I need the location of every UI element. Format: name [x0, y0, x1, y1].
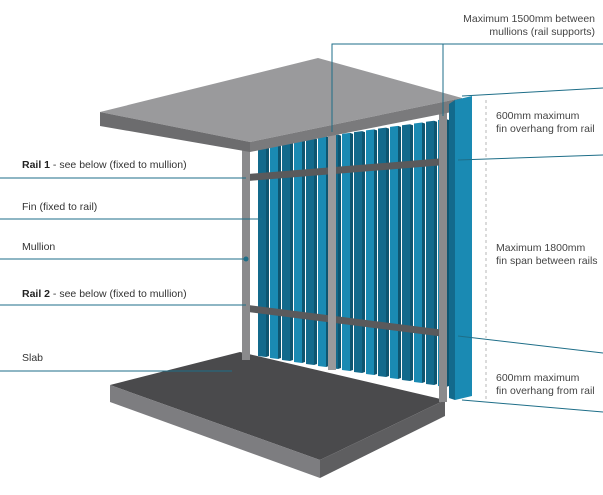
label-slab: Slab	[22, 352, 44, 364]
dim-top-overhang-bottom-line	[457, 154, 603, 161]
fin-blade-shadow	[290, 141, 293, 361]
fin-blade-shadow	[410, 124, 413, 381]
fin-blade	[306, 138, 314, 365]
fin-blade-shadow	[266, 145, 269, 357]
fin-blade	[282, 141, 290, 361]
label-rail-1: Rail 1 - see below (fixed to mullion)	[22, 159, 187, 171]
label-mullion: Mullion	[22, 241, 56, 253]
dim-bottom-overhang-bottom-line	[461, 399, 603, 413]
fin-blade-shadow	[434, 120, 437, 385]
note-top-overhang: 600mm maximum fin overhang from rail	[496, 110, 595, 136]
note-bottom-overhang-line2: fin overhang from rail	[496, 385, 595, 397]
note-bottom-overhang: 600mm maximum fin overhang from rail	[496, 372, 595, 398]
label-rail-1-bold: Rail 1	[22, 159, 51, 171]
canopy-right-side	[250, 98, 462, 152]
fin-blade-shadow	[314, 138, 317, 365]
slab-front-side	[110, 385, 320, 478]
label-rail-2: Rail 2 - see below (fixed to mullion)	[22, 288, 187, 300]
dim-fin-span-bottom-line	[457, 335, 603, 354]
label-rail-2-rest: - see below (fixed to mullion)	[50, 288, 187, 300]
fin-blade	[354, 131, 362, 373]
rail-2	[248, 305, 445, 337]
fin-blade	[342, 132, 350, 371]
note-bottom-overhang-line1: 600mm maximum	[496, 372, 580, 384]
fin-blade-shadow	[422, 122, 425, 383]
note-fin-span-line2: fin span between rails	[496, 255, 598, 267]
fin-blade-shadow	[278, 143, 281, 359]
fin-blade	[270, 143, 278, 359]
slab-right-side	[320, 400, 445, 478]
fin-blade-shadow	[338, 134, 341, 369]
leader-mullion-dot	[243, 256, 249, 262]
note-fin-span: Maximum 1800mm fin span between rails	[496, 242, 598, 268]
label-fin: Fin (fixed to rail)	[22, 201, 98, 213]
fin-blade	[414, 122, 422, 383]
canopy-front-side	[100, 112, 250, 152]
fin-blade	[378, 127, 386, 378]
mullion-left	[242, 142, 250, 360]
mullion-middle	[328, 128, 336, 370]
fin-blade	[366, 129, 374, 375]
fin-blade-shadow	[302, 139, 305, 363]
label-rail-1-rest: - see below (fixed to mullion)	[50, 159, 187, 171]
end-fin	[455, 96, 472, 400]
fin-blade-shadow	[362, 131, 365, 373]
note-top-overhang-line1: 600mm maximum	[496, 110, 580, 122]
fin-blade	[258, 145, 266, 357]
fin-blade-shadow	[350, 132, 353, 371]
note-fin-span-line1: Maximum 1800mm	[496, 242, 586, 254]
fin-blade	[390, 125, 398, 379]
fin-blade	[426, 120, 434, 385]
note-mullion-spacing-line1: Maximum 1500mm between	[463, 13, 595, 25]
fin-blade-shadow	[374, 129, 377, 375]
rail-1	[248, 158, 445, 181]
fin-blade-shadow	[386, 127, 389, 378]
label-rail-2-bold: Rail 2	[22, 288, 51, 300]
note-top-overhang-line2: fin overhang from rail	[496, 123, 595, 135]
note-mullion-spacing: Maximum 1500mm between mullions (rail su…	[459, 13, 595, 39]
fin-blade	[318, 136, 326, 367]
fin-blade-shadow	[398, 125, 401, 379]
canopy-top	[100, 58, 462, 142]
dim-mullion-spacing	[331, 43, 444, 132]
fin-array	[258, 119, 449, 387]
fin-blade	[294, 139, 302, 363]
mullion-right	[439, 112, 447, 402]
slab-top	[110, 352, 445, 460]
end-fin-shade	[449, 100, 455, 400]
fin-blade	[402, 124, 410, 381]
note-mullion-spacing-line2: mullions (rail supports)	[489, 26, 595, 38]
dim-top-overhang-top-line	[461, 87, 603, 97]
